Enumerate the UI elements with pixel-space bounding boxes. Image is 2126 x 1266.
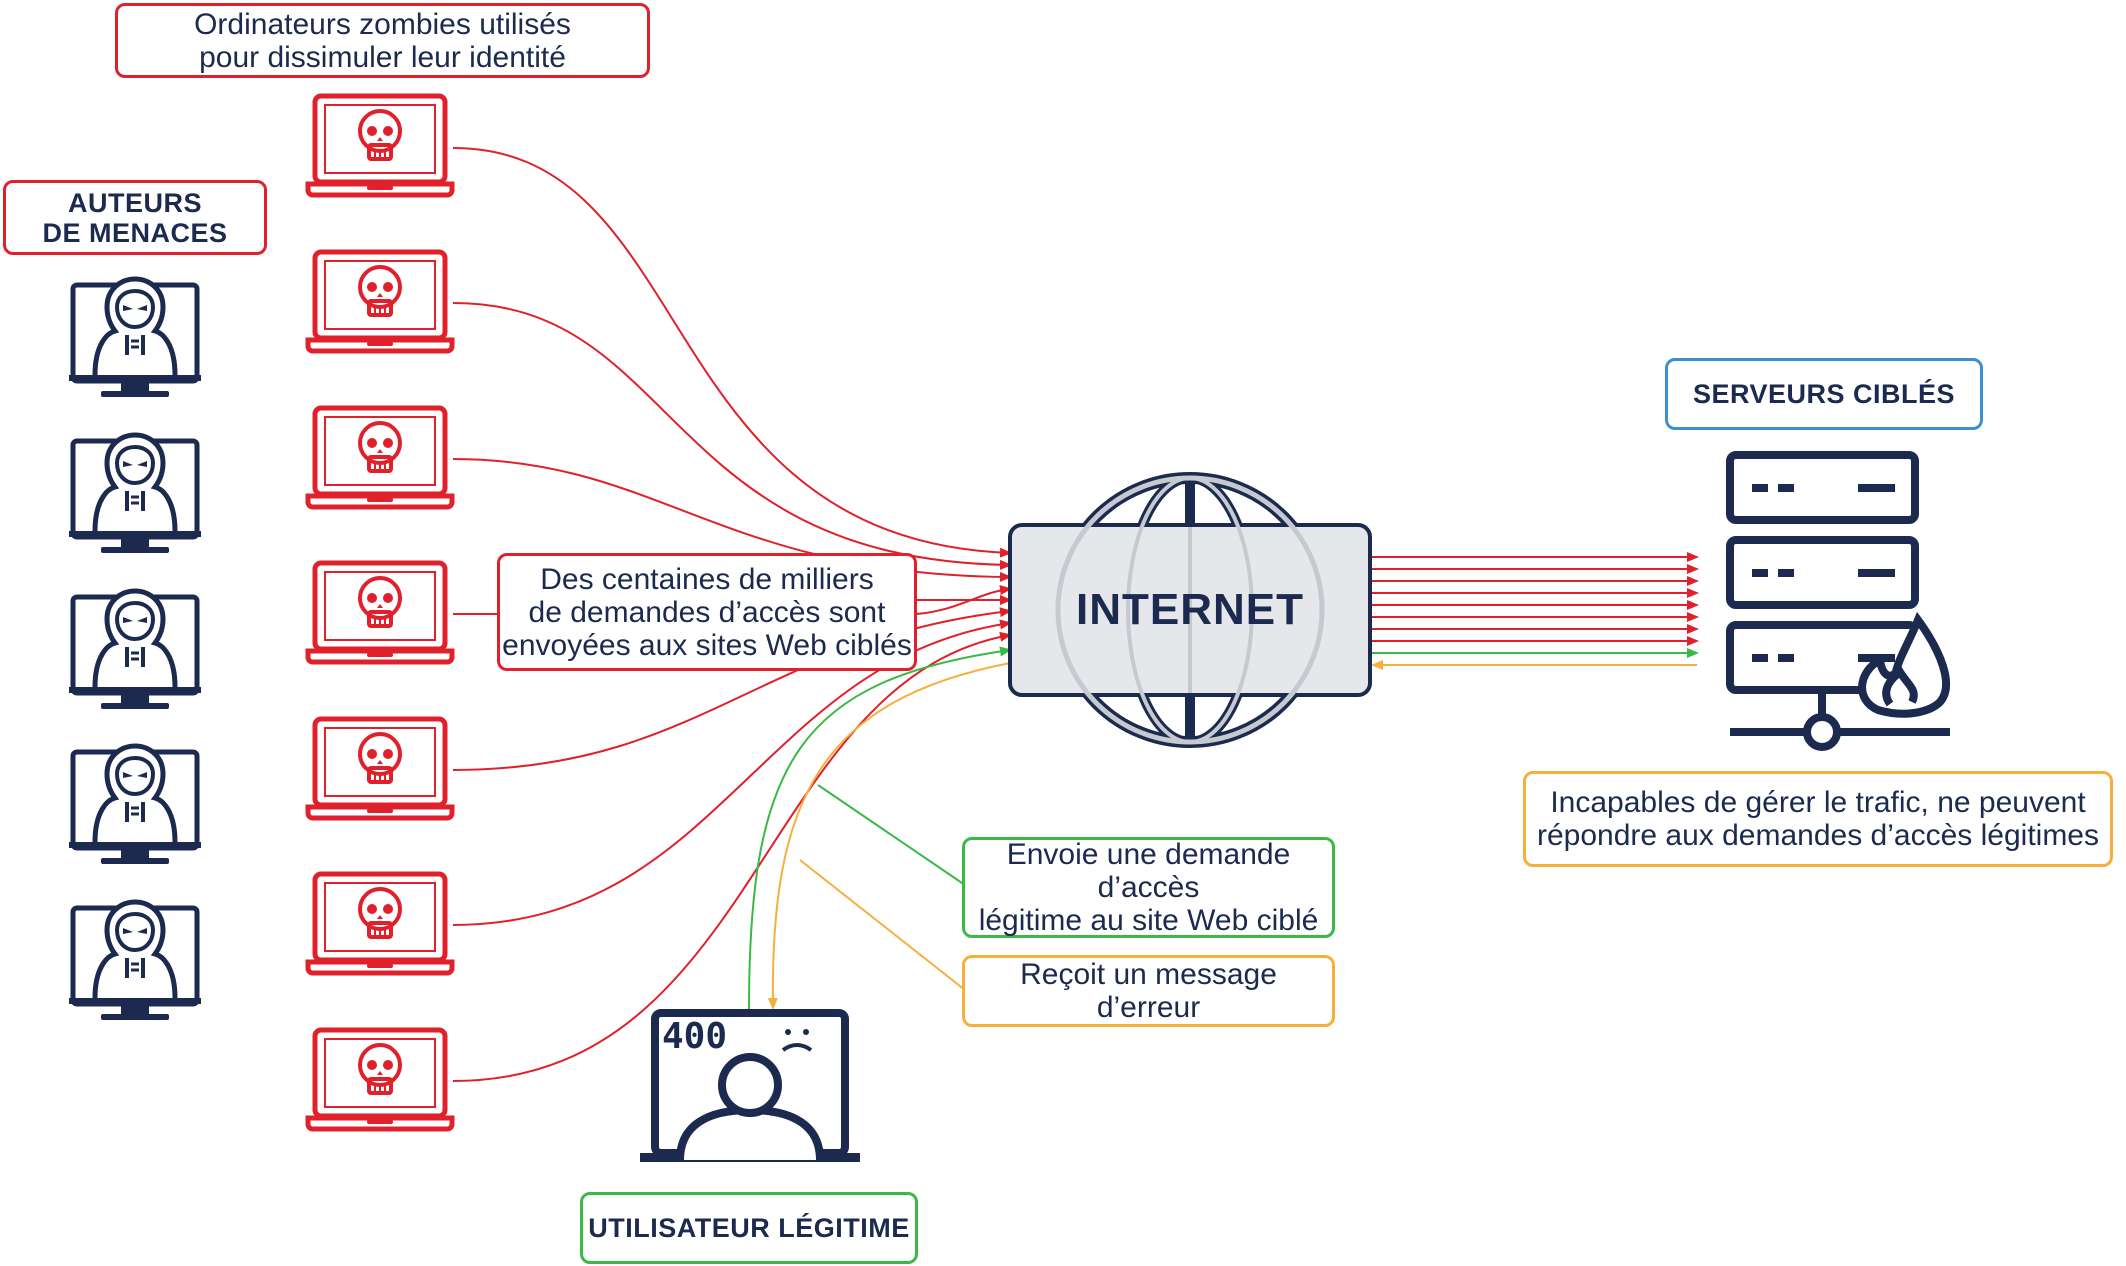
skull-laptop-icon [308,874,452,973]
skull-laptop-icon [308,408,452,507]
error-code-text: 400 [662,1016,728,1057]
zombies-label-line-1: Ordinateurs zombies utilisés [194,7,571,41]
zombies-label: Ordinateurs zombies utilisés pour dissim… [115,3,650,78]
skull-laptop-icon [308,252,452,351]
threat-actors-line-2: DE MENACES [42,217,228,248]
requests-label-line-1: Des centaines de milliers [540,562,874,596]
attack-traffic-curves [452,147,1012,1082]
target-servers-label: SERVEURS CIBLÉS [1665,358,1983,430]
skull-laptop-icon [308,1030,452,1129]
zombies-label-line-2: pour dissimuler leur identité [199,40,566,74]
legit-user-label: UTILISATEUR LÉGITIME [580,1192,918,1264]
legit-request-line-2: légitime au site Web ciblé [978,904,1319,937]
skull-laptop-icon [308,563,452,662]
zombie-computers-group [308,96,452,1129]
hacker-icon [69,279,201,397]
hacker-icon [69,591,201,709]
server-overload-line-2: répondre aux demandes d’accès légitimes [1537,819,2099,852]
internet-label: INTERNET [1076,585,1304,634]
skull-laptop-icon [308,719,452,818]
legit-request-label: Envoie une demande d’accès légitime au s… [962,837,1335,938]
legit-traffic-curves [748,646,1012,1011]
threat-actors-line-1: AUTEURS [67,187,202,218]
target-servers-text: SERVEURS CIBLÉS [1692,379,1956,409]
hacker-icon [69,746,201,864]
server-overload-label: Incapables de gérer le trafic, ne peuven… [1523,771,2113,867]
sad-user-laptop-icon [640,1009,860,1162]
legit-request-line-1: Envoie une demande d’accès [1006,838,1291,904]
requests-label: Des centaines de milliers de demandes d’… [497,553,917,671]
error-message-text: Reçoit un message d’erreur [1020,958,1277,1024]
requests-label-line-2: de demandes d’accès sont [528,595,886,629]
threat-actors-label: AUTEURS DE MENACES [3,180,267,255]
server-traffic-arrows [1371,552,1699,670]
hacker-icon [69,902,201,1020]
server-overload-line-1: Incapables de gérer le trafic, ne peuven… [1550,786,2086,819]
requests-label-line-3: envoyées aux sites Web ciblés [502,628,912,662]
legit-user-text: UTILISATEUR LÉGITIME [588,1213,910,1243]
threat-actors-group [69,279,201,1020]
skull-laptop-icon [308,96,452,195]
error-message-label: Reçoit un message d’erreur [962,955,1335,1027]
server-rack-fire-icon [1726,451,1951,751]
globe-icon [1008,472,1372,748]
hacker-icon [69,435,201,553]
